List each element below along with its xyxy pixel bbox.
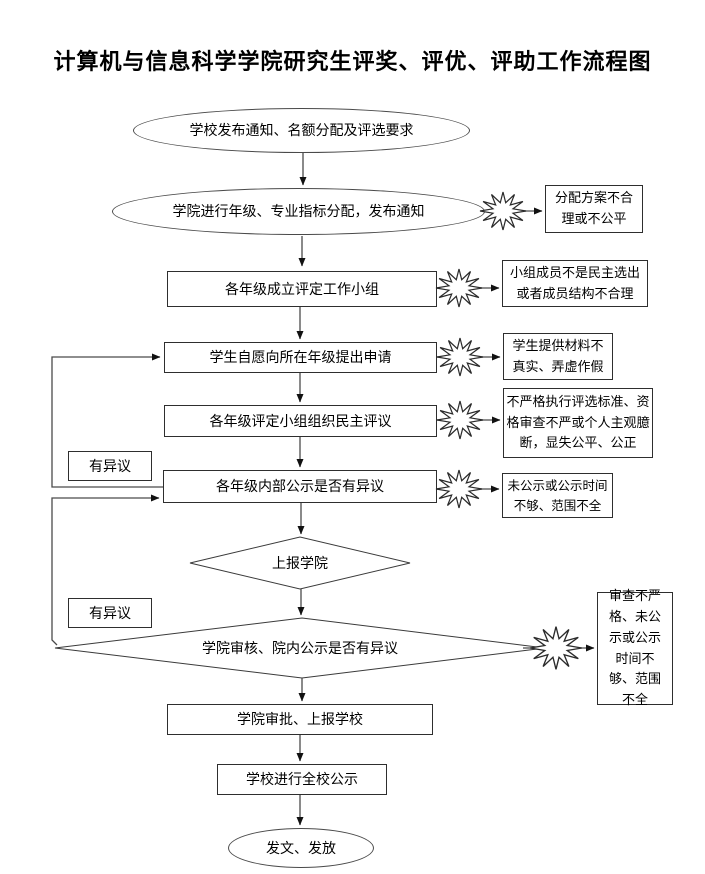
flow-node-grade-publicity-check: 各年级内部公示是否有异议: [163, 470, 437, 503]
burst-icon: [436, 400, 484, 440]
loop-label-objection-grade: 有异议: [68, 451, 152, 481]
flow-node-democratic-review: 各年级评定小组组织民主评议: [164, 405, 437, 437]
burst-icon: [436, 337, 484, 377]
flow-node-college-allocation: 学院进行年级、专业指标分配，发布通知: [112, 188, 485, 235]
burst-icon: [479, 191, 527, 231]
flow-node-college-approval: 学院审批、上报学校: [167, 704, 433, 735]
loop-label-objection-college: 有异议: [68, 598, 152, 628]
flow-node-issue-and-grant: 发文、发放: [228, 828, 374, 868]
side-note-group-not-elected: 小组成员不是民主选出或者成员结构不合理: [502, 260, 648, 307]
flow-node-start: 学校发布通知、名额分配及评选要求: [133, 108, 470, 153]
flow-node-university-publicity: 学校进行全校公示: [217, 764, 387, 795]
side-note-loose-standards: 不严格执行评选标准、资格审查不严或个人主观臆断，显失公平、公正: [503, 388, 653, 458]
side-note-allocation-unfair: 分配方案不合理或不公平: [545, 185, 643, 233]
side-note-no-publicity: 未公示或公示时间不够、范围不全: [502, 473, 613, 518]
flow-node-college-review-check: 学院审核、院内公示是否有异议: [202, 640, 398, 656]
burst-icon: [435, 469, 483, 509]
burst-icon: [435, 268, 483, 308]
side-note-false-materials: 学生提供材料不真实、弄虚作假: [503, 333, 613, 380]
flow-node-report-to-college: 上报学院: [272, 555, 328, 571]
flow-node-grade-working-group: 各年级成立评定工作小组: [167, 271, 437, 307]
side-note-lax-review: 审查不严格、未公示或公示时间不够、范围不全: [597, 588, 673, 707]
flow-node-student-application: 学生自愿向所在年级提出申请: [164, 342, 437, 373]
page-title: 计算机与信息科学学院研究生评奖、评优、评助工作流程图: [53, 49, 652, 74]
